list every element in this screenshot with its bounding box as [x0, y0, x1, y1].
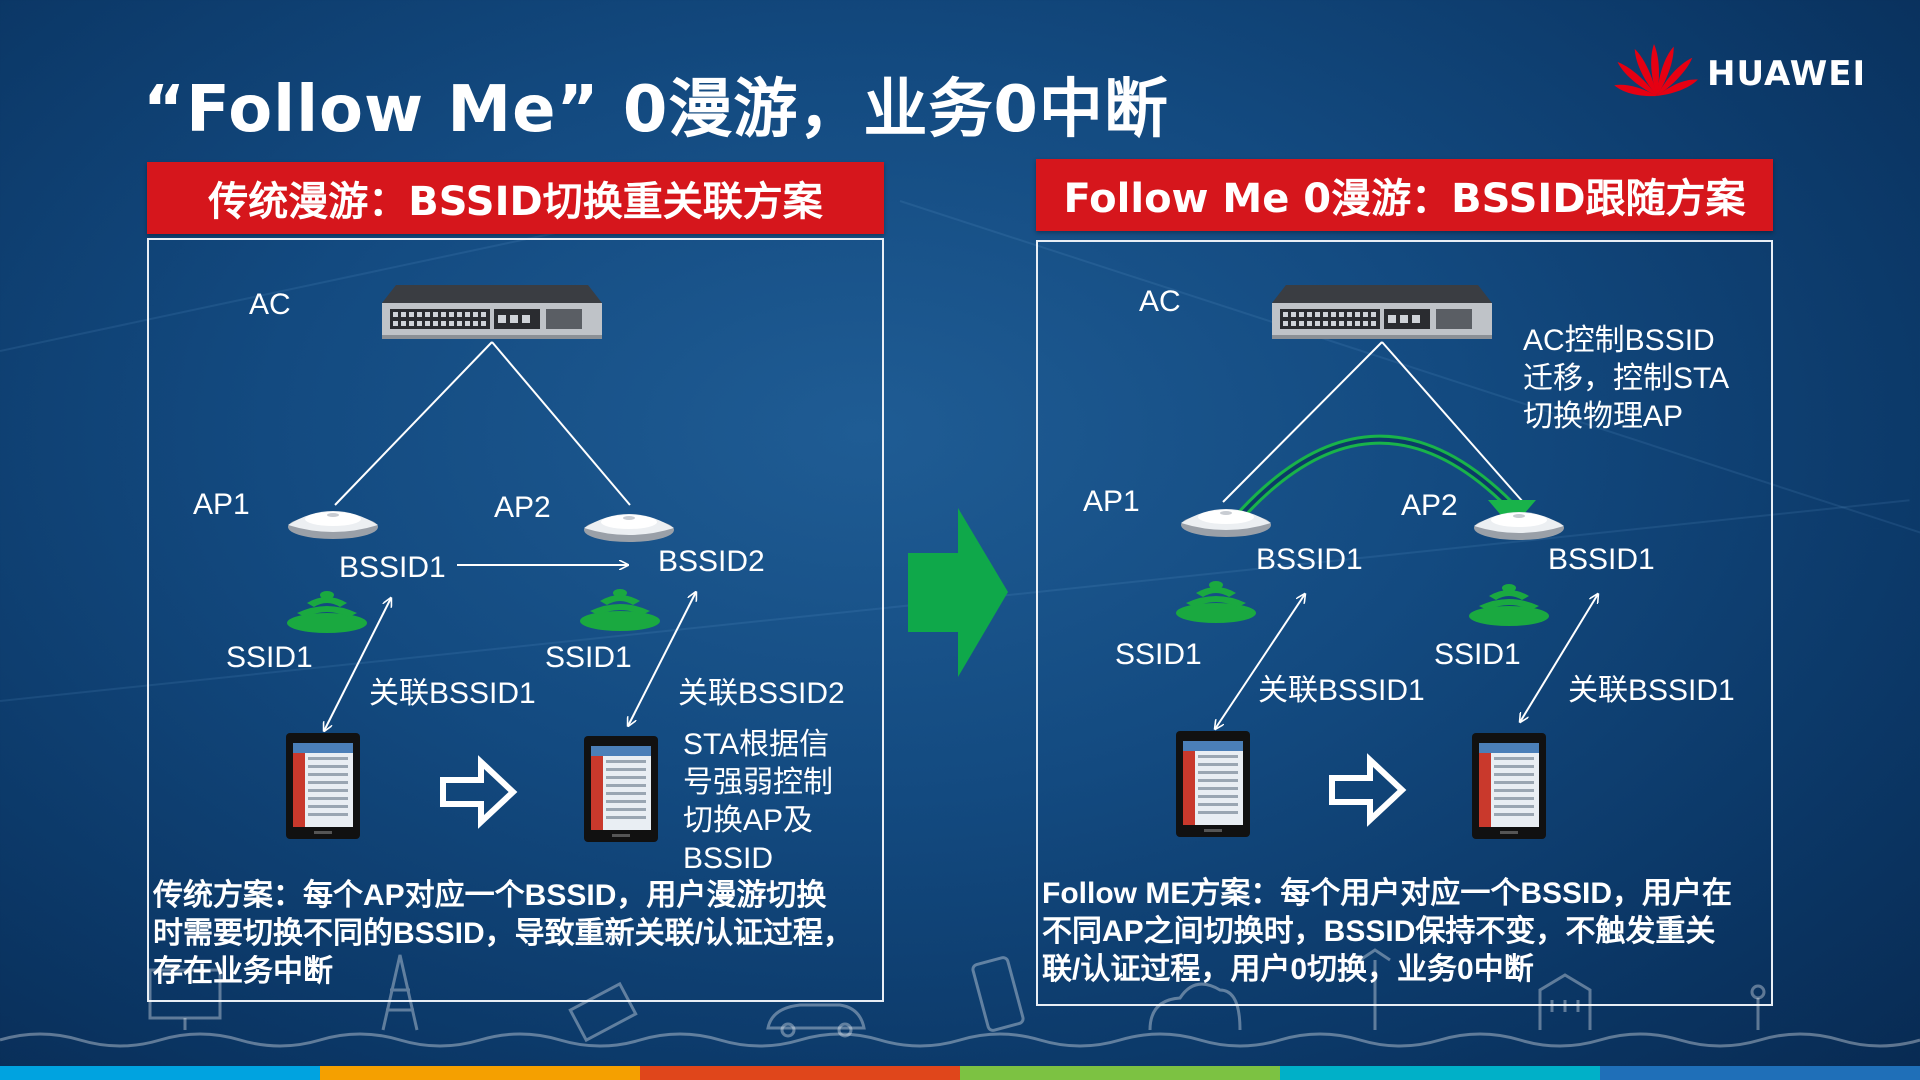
ap1-label: AP1	[193, 488, 250, 521]
phone-icon	[286, 733, 360, 839]
ac-switch-icon	[1272, 285, 1492, 339]
ac-control-note: AC控制BSSID 迁移，控制STA 切换物理AP	[1523, 324, 1730, 433]
bssid1-label: BSSID1	[1548, 543, 1655, 576]
ssid-label: SSID1	[1115, 638, 1202, 671]
ssid-label: SSID1	[226, 641, 313, 674]
association-label: 关联BSSID1	[1258, 674, 1425, 707]
bssid2-label: BSSID2	[658, 545, 765, 578]
access-point-icon	[1181, 509, 1271, 537]
ac-label: AC	[249, 288, 291, 321]
bssid1-label: BSSID1	[339, 551, 446, 584]
hollow-arrow-icon	[443, 762, 513, 822]
page-title: “Follow Me” 0漫游，业务0中断	[143, 73, 1169, 147]
left-panel-description: 传统方案：每个AP对应一个BSSID，用户漫游切换 时需要切换不同的BSSID，…	[153, 879, 854, 988]
transition-arrow-icon	[908, 508, 1008, 677]
left-panel-header: 传统漫游：BSSID切换重关联方案	[147, 162, 884, 234]
ac-label: AC	[1139, 285, 1181, 318]
wifi-signal-icon	[580, 589, 660, 631]
association-arrow	[1215, 594, 1305, 729]
decorative-skyline	[0, 948, 1920, 1048]
association-arrow	[1520, 594, 1598, 722]
wifi-signal-icon	[287, 591, 367, 633]
sta-note: STA根据信 号强弱控制 切换AP及 BSSID	[683, 728, 833, 875]
huawei-petals-icon	[1614, 44, 1698, 97]
access-point-icon	[584, 514, 674, 542]
ap1-label: AP1	[1083, 485, 1140, 518]
phone-icon	[584, 736, 658, 842]
right-panel	[1036, 240, 1773, 1006]
left-panel	[147, 238, 884, 1002]
phone-icon	[1176, 731, 1250, 837]
link-line	[1222, 341, 1383, 503]
association-label: 关联BSSID2	[678, 677, 845, 710]
bssid-migration-arc-inner	[1230, 437, 1512, 527]
link-line	[334, 341, 493, 506]
link-line	[491, 341, 631, 506]
ac-switch-icon	[382, 285, 602, 339]
association-label: 关联BSSID1	[1568, 674, 1735, 707]
association-arrow	[324, 598, 391, 731]
access-point-icon	[1474, 512, 1564, 540]
association-arrow	[628, 592, 696, 726]
ap2-label: AP2	[1401, 489, 1458, 522]
right-panel-header: Follow Me 0漫游：BSSID跟随方案	[1036, 159, 1773, 231]
right-panel-description: Follow ME方案：每个用户对应一个BSSID，用户在 不同AP之间切换时，…	[1042, 877, 1732, 986]
huawei-logo: HUAWEI	[1612, 36, 1872, 106]
ssid-label: SSID1	[1434, 638, 1521, 671]
bottom-color-stripe	[0, 1066, 1920, 1080]
ap2-label: AP2	[494, 491, 551, 524]
wifi-signal-icon	[1469, 584, 1549, 626]
bssid1-label: BSSID1	[1256, 543, 1363, 576]
link-line	[1381, 341, 1524, 503]
hollow-arrow-icon	[1332, 760, 1402, 820]
ssid-label: SSID1	[545, 641, 632, 674]
wifi-signal-icon	[1176, 581, 1256, 623]
association-label: 关联BSSID1	[369, 677, 536, 710]
brand-name: HUAWEI	[1707, 54, 1867, 94]
access-point-icon	[288, 511, 378, 539]
phone-icon	[1472, 733, 1546, 839]
